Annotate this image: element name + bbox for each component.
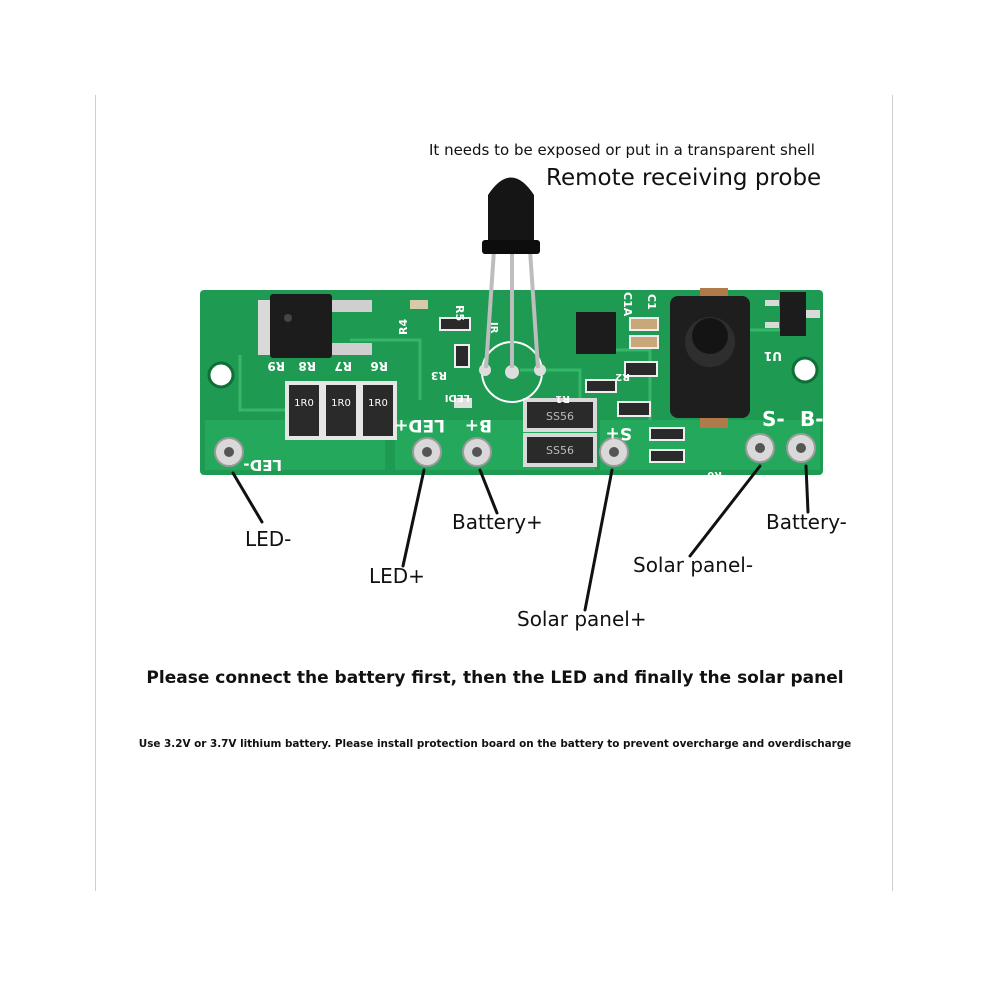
silk-r6: R6 bbox=[370, 359, 388, 373]
silk-s-plus: S+ bbox=[606, 423, 633, 443]
label-solar-minus: Solar panel- bbox=[633, 553, 754, 577]
regulator-body bbox=[270, 294, 332, 358]
image-frame bbox=[95, 95, 893, 891]
shell-note: It needs to be exposed or put in a trans… bbox=[429, 141, 815, 159]
label-led-plus: LED+ bbox=[369, 564, 425, 588]
silk-r4: R4 bbox=[397, 319, 410, 335]
res-label-r8: 1R0 bbox=[294, 398, 314, 409]
silk-led-minus: LED- bbox=[243, 456, 282, 474]
mount-hole-left bbox=[207, 361, 235, 389]
silk-u1: U1 bbox=[764, 349, 782, 363]
battery-usage-note: Use 3.2V or 3.7V lithium battery. Please… bbox=[138, 738, 852, 750]
silk-r9: R9 bbox=[267, 359, 285, 373]
silk-c1a: C1A bbox=[621, 292, 634, 317]
label-solar-plus: Solar panel+ bbox=[517, 607, 647, 631]
silk-c1: C1 bbox=[645, 294, 658, 310]
res-label-r7: 1R0 bbox=[331, 398, 351, 409]
silk-b-minus: B- bbox=[800, 407, 824, 431]
diode-label-2: SS56 bbox=[546, 444, 574, 457]
silk-r5: R5 bbox=[453, 305, 466, 321]
diode-label-1: SS56 bbox=[546, 410, 574, 423]
label-battery-plus: Battery+ bbox=[452, 510, 543, 534]
silk-ir: IR bbox=[488, 322, 499, 334]
silk-r0: R0 bbox=[707, 469, 722, 480]
connection-order-instruction: Please connect the battery first, then t… bbox=[146, 668, 844, 688]
res-label-r6: 1R0 bbox=[368, 398, 388, 409]
silk-r1: R1 bbox=[555, 393, 570, 404]
silk-r8: R8 bbox=[298, 359, 316, 373]
silk-r3: R3 bbox=[431, 369, 447, 382]
silk-ledi: LEDI bbox=[445, 392, 470, 403]
ir-receiver bbox=[488, 177, 534, 250]
probe-label: Remote receiving probe bbox=[546, 165, 822, 191]
label-led-minus: LED- bbox=[245, 527, 292, 551]
silk-r2: R2 bbox=[615, 371, 630, 382]
label-battery-minus: Battery- bbox=[766, 510, 847, 534]
silk-s-minus: S- bbox=[762, 407, 785, 431]
resistor-group bbox=[285, 381, 397, 440]
silk-b-plus: B+ bbox=[465, 415, 492, 435]
silk-led-plus: LED+ bbox=[394, 415, 445, 435]
mount-hole-right bbox=[791, 356, 819, 384]
silk-r7: R7 bbox=[334, 359, 352, 373]
